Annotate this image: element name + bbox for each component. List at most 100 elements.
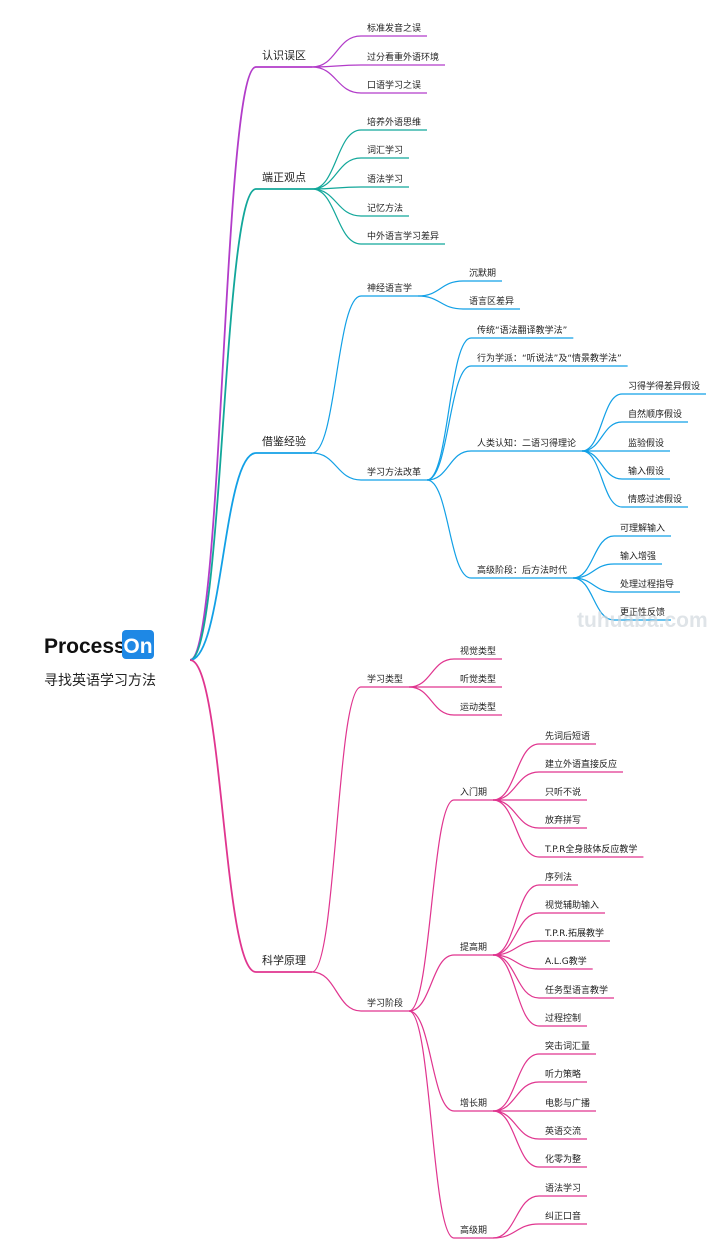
- subtopic-node[interactable]: 输入增强: [620, 550, 656, 562]
- connector-line: [408, 1010, 455, 1112]
- subtopic-node[interactable]: 高级期: [460, 1224, 487, 1236]
- connector-line: [581, 393, 623, 452]
- connector-line: [492, 940, 540, 956]
- connector-line: [581, 450, 623, 480]
- subtopic-node[interactable]: 高级阶段：后方法时代: [477, 564, 567, 576]
- subtopic-node[interactable]: 序列法: [545, 871, 572, 883]
- connector-line: [408, 954, 455, 1012]
- subtopic-node[interactable]: 视觉类型: [460, 645, 496, 657]
- connector-line: [311, 188, 362, 245]
- connector-line: [426, 479, 472, 579]
- connector-line: [572, 577, 615, 621]
- logo-badge: [122, 630, 154, 659]
- subtopic-node[interactable]: 听觉类型: [460, 673, 496, 685]
- subtopic-node[interactable]: 更正性反馈: [620, 606, 665, 618]
- connector-line: [492, 771, 540, 801]
- connector-line: [581, 421, 623, 452]
- connector-line: [311, 295, 362, 454]
- subtopic-node[interactable]: 提高期: [460, 941, 487, 953]
- subtopic-node[interactable]: 传统“语法翻译教学法”: [477, 324, 567, 336]
- watermark: tuhuaba.com: [577, 609, 708, 632]
- branch-topic[interactable]: 借鉴经验: [262, 434, 306, 448]
- subtopic-node[interactable]: 中外语言学习差异: [367, 230, 439, 242]
- subtopic-node[interactable]: 学习类型: [367, 673, 403, 685]
- connector-line: [492, 1223, 540, 1239]
- connector-line: [492, 1110, 540, 1168]
- connector-line: [492, 1053, 540, 1112]
- subtopic-node[interactable]: 输入假设: [628, 465, 664, 477]
- subtopic-node[interactable]: 标准发音之误: [367, 22, 421, 34]
- subtopic-node[interactable]: 学习阶段: [367, 997, 403, 1009]
- connector-line: [189, 66, 257, 661]
- subtopic-node[interactable]: 电影与广播: [545, 1097, 590, 1109]
- connector-line: [572, 535, 615, 579]
- subtopic-node[interactable]: 习得学得差异假设: [628, 380, 700, 392]
- subtopic-node[interactable]: 放弃拼写: [545, 814, 581, 826]
- subtopic-node[interactable]: 建立外语直接反应: [545, 758, 617, 770]
- connector-line: [311, 971, 362, 1012]
- subtopic-node[interactable]: 视觉辅助输入: [545, 899, 599, 911]
- processon-logo: Process On: [44, 630, 154, 659]
- connector-line: [426, 365, 472, 481]
- connector-lines: [189, 35, 707, 1239]
- subtopic-node[interactable]: 词汇学习: [367, 144, 403, 156]
- connector-line: [408, 799, 455, 1012]
- connector-line: [492, 743, 540, 801]
- subtopic-node[interactable]: 听力策略: [545, 1068, 581, 1080]
- branch-topic[interactable]: 科学原理: [262, 953, 306, 967]
- subtopic-node[interactable]: 纠正口音: [545, 1210, 581, 1222]
- subtopic-node[interactable]: A.L.G教学: [545, 955, 587, 967]
- connector-line: [311, 188, 362, 217]
- subtopic-node[interactable]: 先词后短语: [545, 730, 590, 742]
- subtopic-node[interactable]: 可理解输入: [620, 522, 665, 534]
- subtopic-node[interactable]: 过程控制: [545, 1012, 581, 1024]
- subtopic-node[interactable]: 只听不说: [545, 786, 581, 798]
- subtopic-node[interactable]: 口语学习之误: [367, 79, 421, 91]
- connector-line: [311, 157, 362, 190]
- connector-line: [426, 450, 472, 481]
- subtopic-node[interactable]: 培养外语思维: [367, 116, 421, 128]
- connector-line: [408, 1010, 455, 1239]
- subtopic-node[interactable]: 化零为整: [545, 1153, 581, 1165]
- subtopic-node[interactable]: T.P.R.拓展教学: [544, 927, 604, 939]
- connector-line: [492, 1110, 540, 1140]
- root-topic[interactable]: 寻找英语学习方法: [44, 672, 156, 689]
- subtopic-node[interactable]: 语法学习: [367, 173, 403, 185]
- subtopic-node[interactable]: 处理过程指导: [620, 578, 674, 590]
- subtopic-node[interactable]: 神经语言学: [367, 282, 412, 294]
- connector-line: [311, 35, 362, 68]
- connector-line: [492, 799, 540, 829]
- subtopic-node[interactable]: T.P.R全身肢体反应教学: [544, 843, 637, 855]
- subtopic-node[interactable]: 人类认知：二语习得理论: [477, 437, 576, 449]
- subtopic-node[interactable]: 突击词汇量: [545, 1040, 590, 1052]
- connector-line: [492, 884, 540, 956]
- connector-line: [311, 129, 362, 190]
- connector-line: [492, 912, 540, 956]
- subtopic-node[interactable]: 行为学派：“听说法”及“情景教学法”: [477, 352, 622, 364]
- subtopic-node[interactable]: 沉默期: [469, 268, 496, 279]
- subtopic-node[interactable]: 学习方法改革: [367, 466, 421, 478]
- connector-line: [189, 188, 257, 661]
- subtopic-node[interactable]: 运动类型: [460, 701, 496, 713]
- logo-wordmark: Process: [44, 635, 126, 658]
- subtopic-node[interactable]: 增长期: [460, 1097, 487, 1109]
- subtopic-node[interactable]: 记忆方法: [367, 202, 403, 214]
- subtopic-node[interactable]: 语言区差异: [469, 295, 514, 307]
- branch-topic[interactable]: 端正观点: [262, 171, 306, 184]
- connector-line: [492, 954, 540, 1027]
- subtopic-node[interactable]: 监验假设: [628, 437, 664, 449]
- connector-line: [311, 66, 362, 94]
- subtopic-node[interactable]: 入门期: [460, 786, 487, 798]
- subtopic-node[interactable]: 自然顺序假设: [628, 408, 682, 420]
- subtopic-node[interactable]: 英语交流: [545, 1125, 581, 1137]
- connector-line: [573, 563, 615, 579]
- subtopic-node[interactable]: 过分看重外语环境: [367, 51, 439, 63]
- subtopic-node[interactable]: 任务型语言教学: [545, 984, 608, 996]
- subtopic-node[interactable]: 语法学习: [545, 1182, 581, 1194]
- branch-topic[interactable]: 认识误区: [262, 49, 306, 62]
- connector-line: [492, 1081, 540, 1112]
- connector-line: [581, 450, 623, 508]
- subtopic-node[interactable]: 情感过滤假设: [628, 493, 682, 505]
- connector-line: [492, 954, 540, 999]
